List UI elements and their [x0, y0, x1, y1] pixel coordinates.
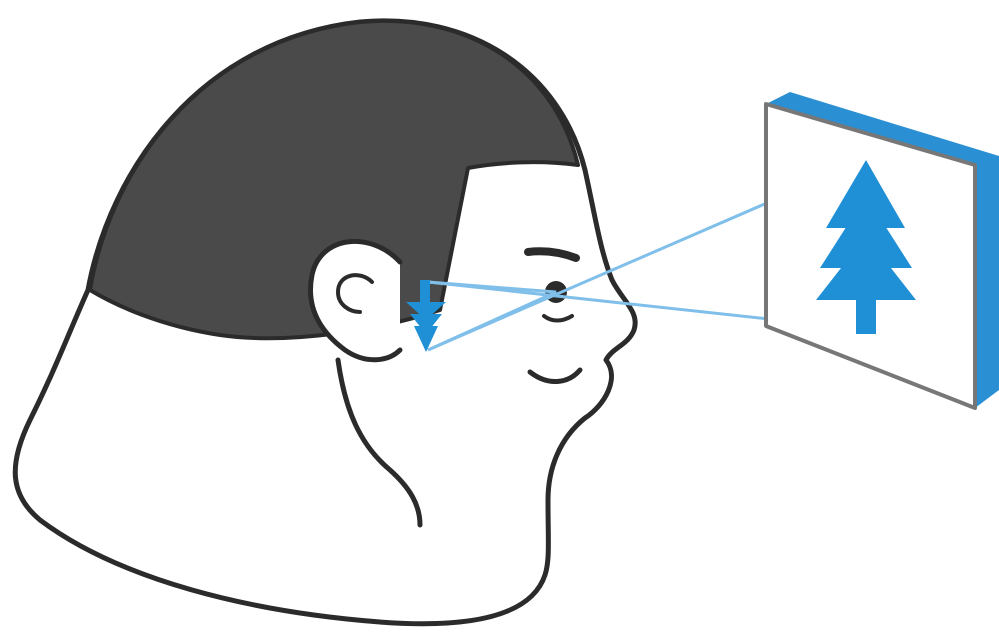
- picture-frame: [766, 92, 999, 408]
- head: [15, 21, 635, 624]
- frame-side-depth: [975, 156, 999, 408]
